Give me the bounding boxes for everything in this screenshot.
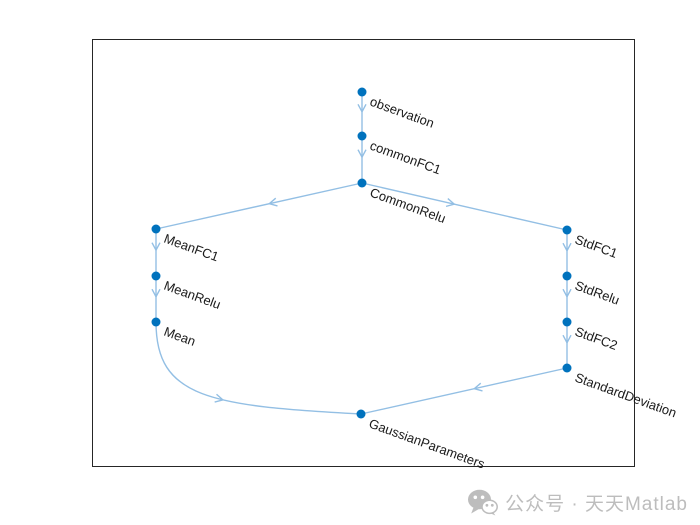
node-StdRelu [562, 271, 572, 281]
arrowhead-icon [445, 198, 456, 208]
arrowhead-icon [472, 382, 483, 392]
arrowhead-icon [214, 393, 225, 403]
node-label-GaussianParameters: GaussianParameters [367, 416, 487, 472]
arrowhead-icon [562, 242, 572, 253]
node-label-StandardDeviation: StandardDeviation [573, 370, 679, 421]
node-StdFC2 [562, 317, 572, 327]
node-Mean [151, 317, 161, 327]
arrowhead-icon [562, 288, 572, 299]
node-label-CommonRelu: CommonRelu [368, 185, 448, 226]
node-StdFC1 [562, 225, 572, 235]
edge-StandardDeviation-GaussianParameters [360, 367, 568, 415]
node-label-StdRelu: StdRelu [573, 278, 622, 308]
watermark: 公众号 · 天天Matlab [467, 489, 688, 516]
node-MeanRelu [151, 271, 161, 281]
arrowhead-icon [151, 242, 161, 252]
edge-Mean-GaussianParameters [155, 321, 362, 415]
node-commonFC1 [357, 131, 367, 141]
node-label-MeanFC1: MeanFC1 [162, 231, 221, 265]
node-StandardDeviation [562, 363, 572, 373]
arrowhead-icon [357, 149, 367, 159]
node-label-observation: observation [368, 94, 436, 131]
arrowhead-icon [357, 103, 367, 114]
arrowhead-icon [267, 197, 278, 207]
watermark-text: 公众号 · 天天Matlab [505, 494, 688, 515]
arrowhead-icon [562, 334, 572, 345]
node-label-StdFC1: StdFC1 [573, 232, 620, 261]
node-GaussianParameters [356, 409, 366, 419]
axes-box [92, 39, 635, 467]
node-label-MeanRelu: MeanRelu [162, 278, 223, 312]
wechat-icon [468, 489, 499, 516]
edge-CommonRelu-StdFC1 [361, 182, 568, 231]
node-MeanFC1 [151, 224, 161, 234]
edge-CommonRelu-MeanFC1 [155, 182, 363, 230]
node-label-StdFC2: StdFC2 [573, 324, 620, 353]
node-label-commonFC1: commonFC1 [368, 138, 443, 178]
arrowhead-icon [151, 288, 161, 299]
node-CommonRelu [357, 178, 367, 188]
node-observation [357, 87, 367, 97]
node-label-Mean: Mean [162, 324, 198, 349]
